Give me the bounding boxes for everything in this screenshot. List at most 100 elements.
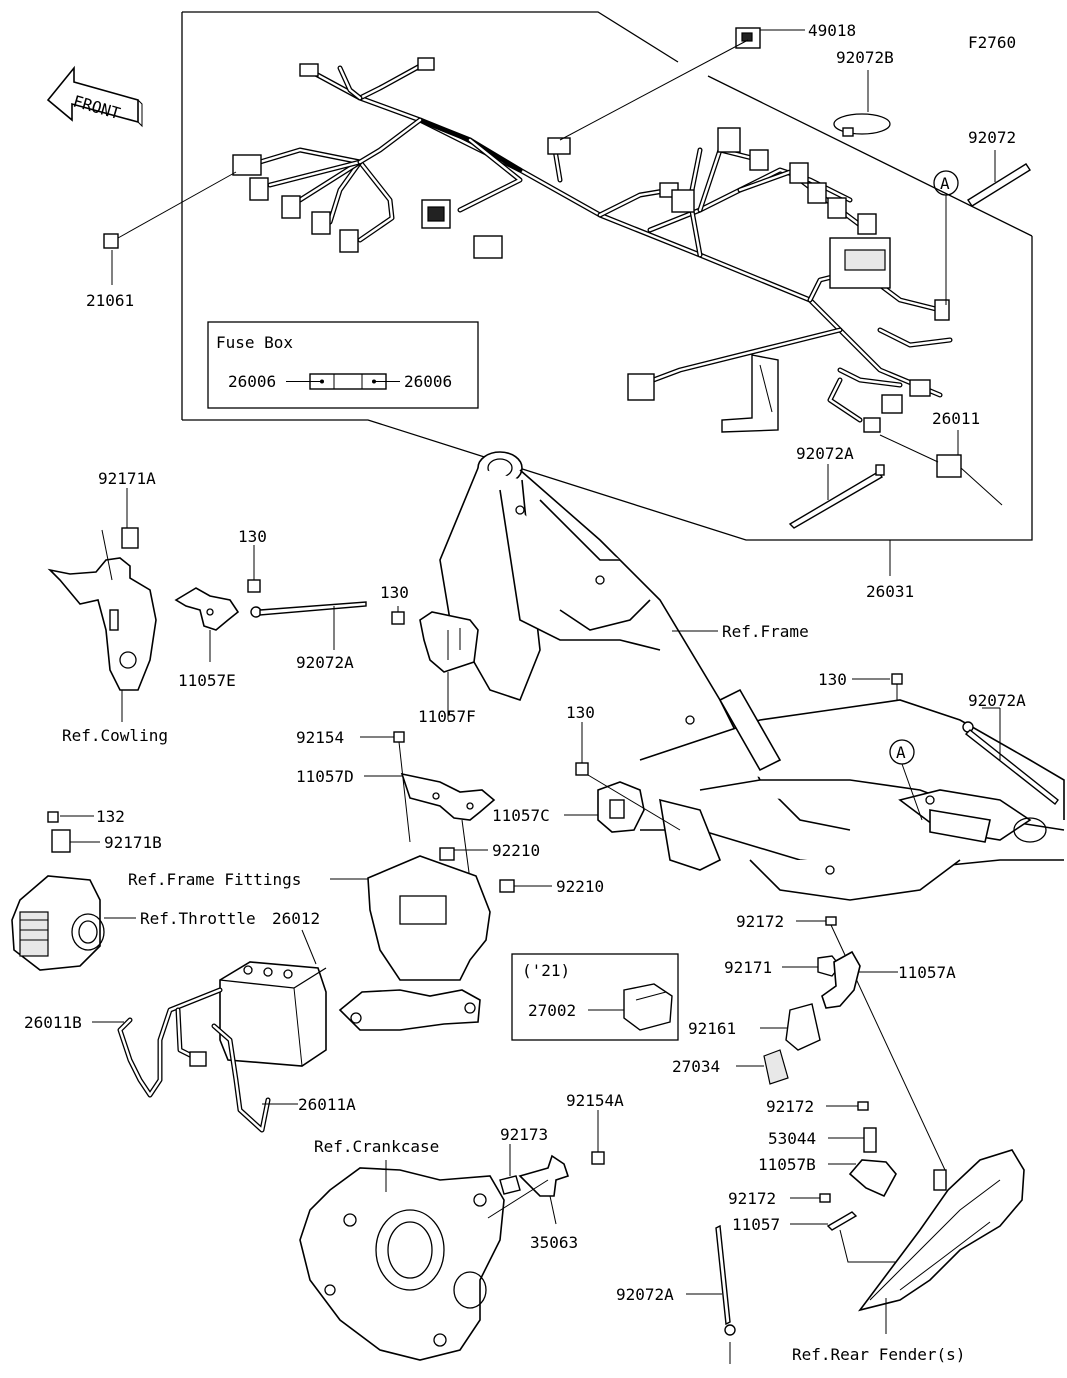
- label-11057d: 11057D: [296, 767, 354, 786]
- fuse-26006-right-label: 26006: [404, 372, 452, 391]
- part-27034: 27034: [672, 1049, 789, 1085]
- label-21061: 21061: [86, 291, 134, 310]
- label-130-c: 130: [566, 703, 595, 722]
- part-132: 132: [47, 807, 125, 826]
- label-26011a: 26011A: [298, 1095, 356, 1114]
- part-92161: 92161: [688, 1003, 821, 1051]
- label-92072a-bottom: 92072A: [616, 1285, 674, 1304]
- label-92172-a: 92172: [736, 912, 784, 931]
- cowling-bracket: Ref.Cowling: [47, 529, 168, 745]
- label-132: 132: [96, 807, 125, 826]
- label-92161: 92161: [688, 1019, 736, 1038]
- year-box-year: ('21): [522, 961, 570, 980]
- part-92171b: 92171B: [51, 829, 162, 853]
- part-92171a: 92171A: [98, 469, 156, 549]
- label-130-left: 130: [238, 527, 267, 546]
- part-53044: 53044: [768, 1127, 877, 1153]
- label-92171: 92171: [724, 958, 772, 977]
- label-92173: 92173: [500, 1125, 548, 1144]
- label-92210-b: 92210: [556, 877, 604, 896]
- part-49018: 49018: [559, 21, 856, 141]
- part-92072b-band: 92072B: [833, 48, 894, 137]
- label-92171a: 92171A: [98, 469, 156, 488]
- frame-ref: Ref.Frame: [439, 451, 1065, 901]
- part-92173: 92173: [499, 1125, 548, 1195]
- label-130-right: 130: [818, 670, 847, 689]
- part-26011b-cable: 26011B: [24, 987, 223, 1098]
- part-11057a: 11057A: [821, 950, 956, 1009]
- part-130-c: 130: [566, 703, 595, 776]
- label-92171b: 92171B: [104, 833, 162, 852]
- front-arrow-icon: FRONT: [46, 65, 143, 128]
- part-26011a-cable: 26011A: [211, 1023, 356, 1133]
- figure-code: F2760: [968, 33, 1016, 52]
- label-ref-crankcase: Ref.Crankcase: [314, 1137, 439, 1156]
- label-92154a: 92154A: [566, 1091, 624, 1110]
- part-26011: 26011: [879, 409, 1003, 506]
- callout-a-top: A: [933, 170, 959, 305]
- part-130-right: 130: [818, 670, 903, 700]
- label-35063: 35063: [530, 1233, 578, 1252]
- fuse-box-title: Fuse Box: [216, 333, 293, 352]
- label-92072-top: 92072: [968, 128, 1016, 147]
- label-ref-frame: Ref.Frame: [722, 622, 809, 641]
- year-box-part: 27002: [528, 1001, 576, 1020]
- part-11057b: 11057B: [758, 1155, 897, 1198]
- part-92072a-bottom-tie: 92072A: [616, 1224, 736, 1364]
- part-11057e: 11057E: [174, 587, 240, 690]
- battery-box: 92210 92210 Ref.Frame Fittings: [128, 841, 604, 1031]
- part-92172-c: 92172: [728, 1189, 831, 1208]
- label-92172-c: 92172: [728, 1189, 776, 1208]
- label-92072b: 92072B: [836, 48, 894, 67]
- part-130-left: 130: [238, 527, 267, 593]
- part-92154a: 92154A: [566, 1091, 624, 1165]
- label-26011: 26011: [932, 409, 980, 428]
- rear-fender-ref: Ref.Rear Fender(s): [792, 1149, 1025, 1364]
- callout-a-top-label: A: [940, 174, 950, 193]
- part-11057f: 11057F: [418, 611, 479, 726]
- label-11057: 11057: [732, 1215, 780, 1234]
- label-26031: 26031: [866, 582, 914, 601]
- part-92072a-right-tie: 92072A: [962, 691, 1059, 805]
- part-92154: 92154: [296, 728, 411, 843]
- label-49018: 49018: [808, 21, 856, 40]
- label-26011b: 26011B: [24, 1013, 82, 1032]
- part-92072-tie: 92072: [967, 128, 1031, 207]
- part-35063: 35063: [487, 1154, 578, 1252]
- label-11057a: 11057A: [898, 963, 956, 982]
- callout-a-frame: A: [889, 739, 923, 821]
- fuse-box-frame: Fuse Box 26006 26006: [207, 321, 479, 409]
- fuse-26006-left-label: 26006: [228, 372, 276, 391]
- part-21061: 21061: [86, 171, 237, 310]
- label-53044: 53044: [768, 1129, 816, 1148]
- label-92072a-harness: 92072A: [796, 444, 854, 463]
- label-92172-b: 92172: [766, 1097, 814, 1116]
- callout-a-frame-label: A: [896, 743, 906, 762]
- label-ref-cowling: Ref.Cowling: [62, 726, 168, 745]
- part-130-mid: 130: [380, 583, 409, 625]
- part-92072a-harness-tie: 92072A: [788, 444, 885, 529]
- label-92072a-left: 92072A: [296, 653, 354, 672]
- crankcase-ref: Ref.Crankcase: [299, 1137, 505, 1361]
- label-11057c: 11057C: [492, 806, 550, 825]
- label-ref-frame-fittings: Ref.Frame Fittings: [128, 870, 301, 889]
- label-27034: 27034: [672, 1057, 720, 1076]
- part-11057c: 11057C: [492, 774, 681, 833]
- part-92172-b: 92172: [766, 1097, 869, 1116]
- label-130-mid: 130: [380, 583, 409, 602]
- battery-26012: 26012: [219, 909, 327, 1067]
- part-92072a-left-tie: 92072A: [250, 601, 367, 672]
- part-11057d: 11057D: [296, 767, 496, 881]
- label-11057f: 11057F: [418, 707, 476, 726]
- label-92072a-right: 92072A: [968, 691, 1026, 710]
- year-box: ('21) 27002: [511, 953, 679, 1041]
- label-ref-rear-fender: Ref.Rear Fender(s): [792, 1345, 965, 1364]
- throttle-body: Ref.Throttle: [11, 875, 256, 971]
- label-26012: 26012: [272, 909, 320, 928]
- label-ref-throttle: Ref.Throttle: [140, 909, 256, 928]
- label-92210-a: 92210: [492, 841, 540, 860]
- harness-group-outline: [181, 11, 1033, 541]
- label-92154: 92154: [296, 728, 344, 747]
- label-11057b: 11057B: [758, 1155, 816, 1174]
